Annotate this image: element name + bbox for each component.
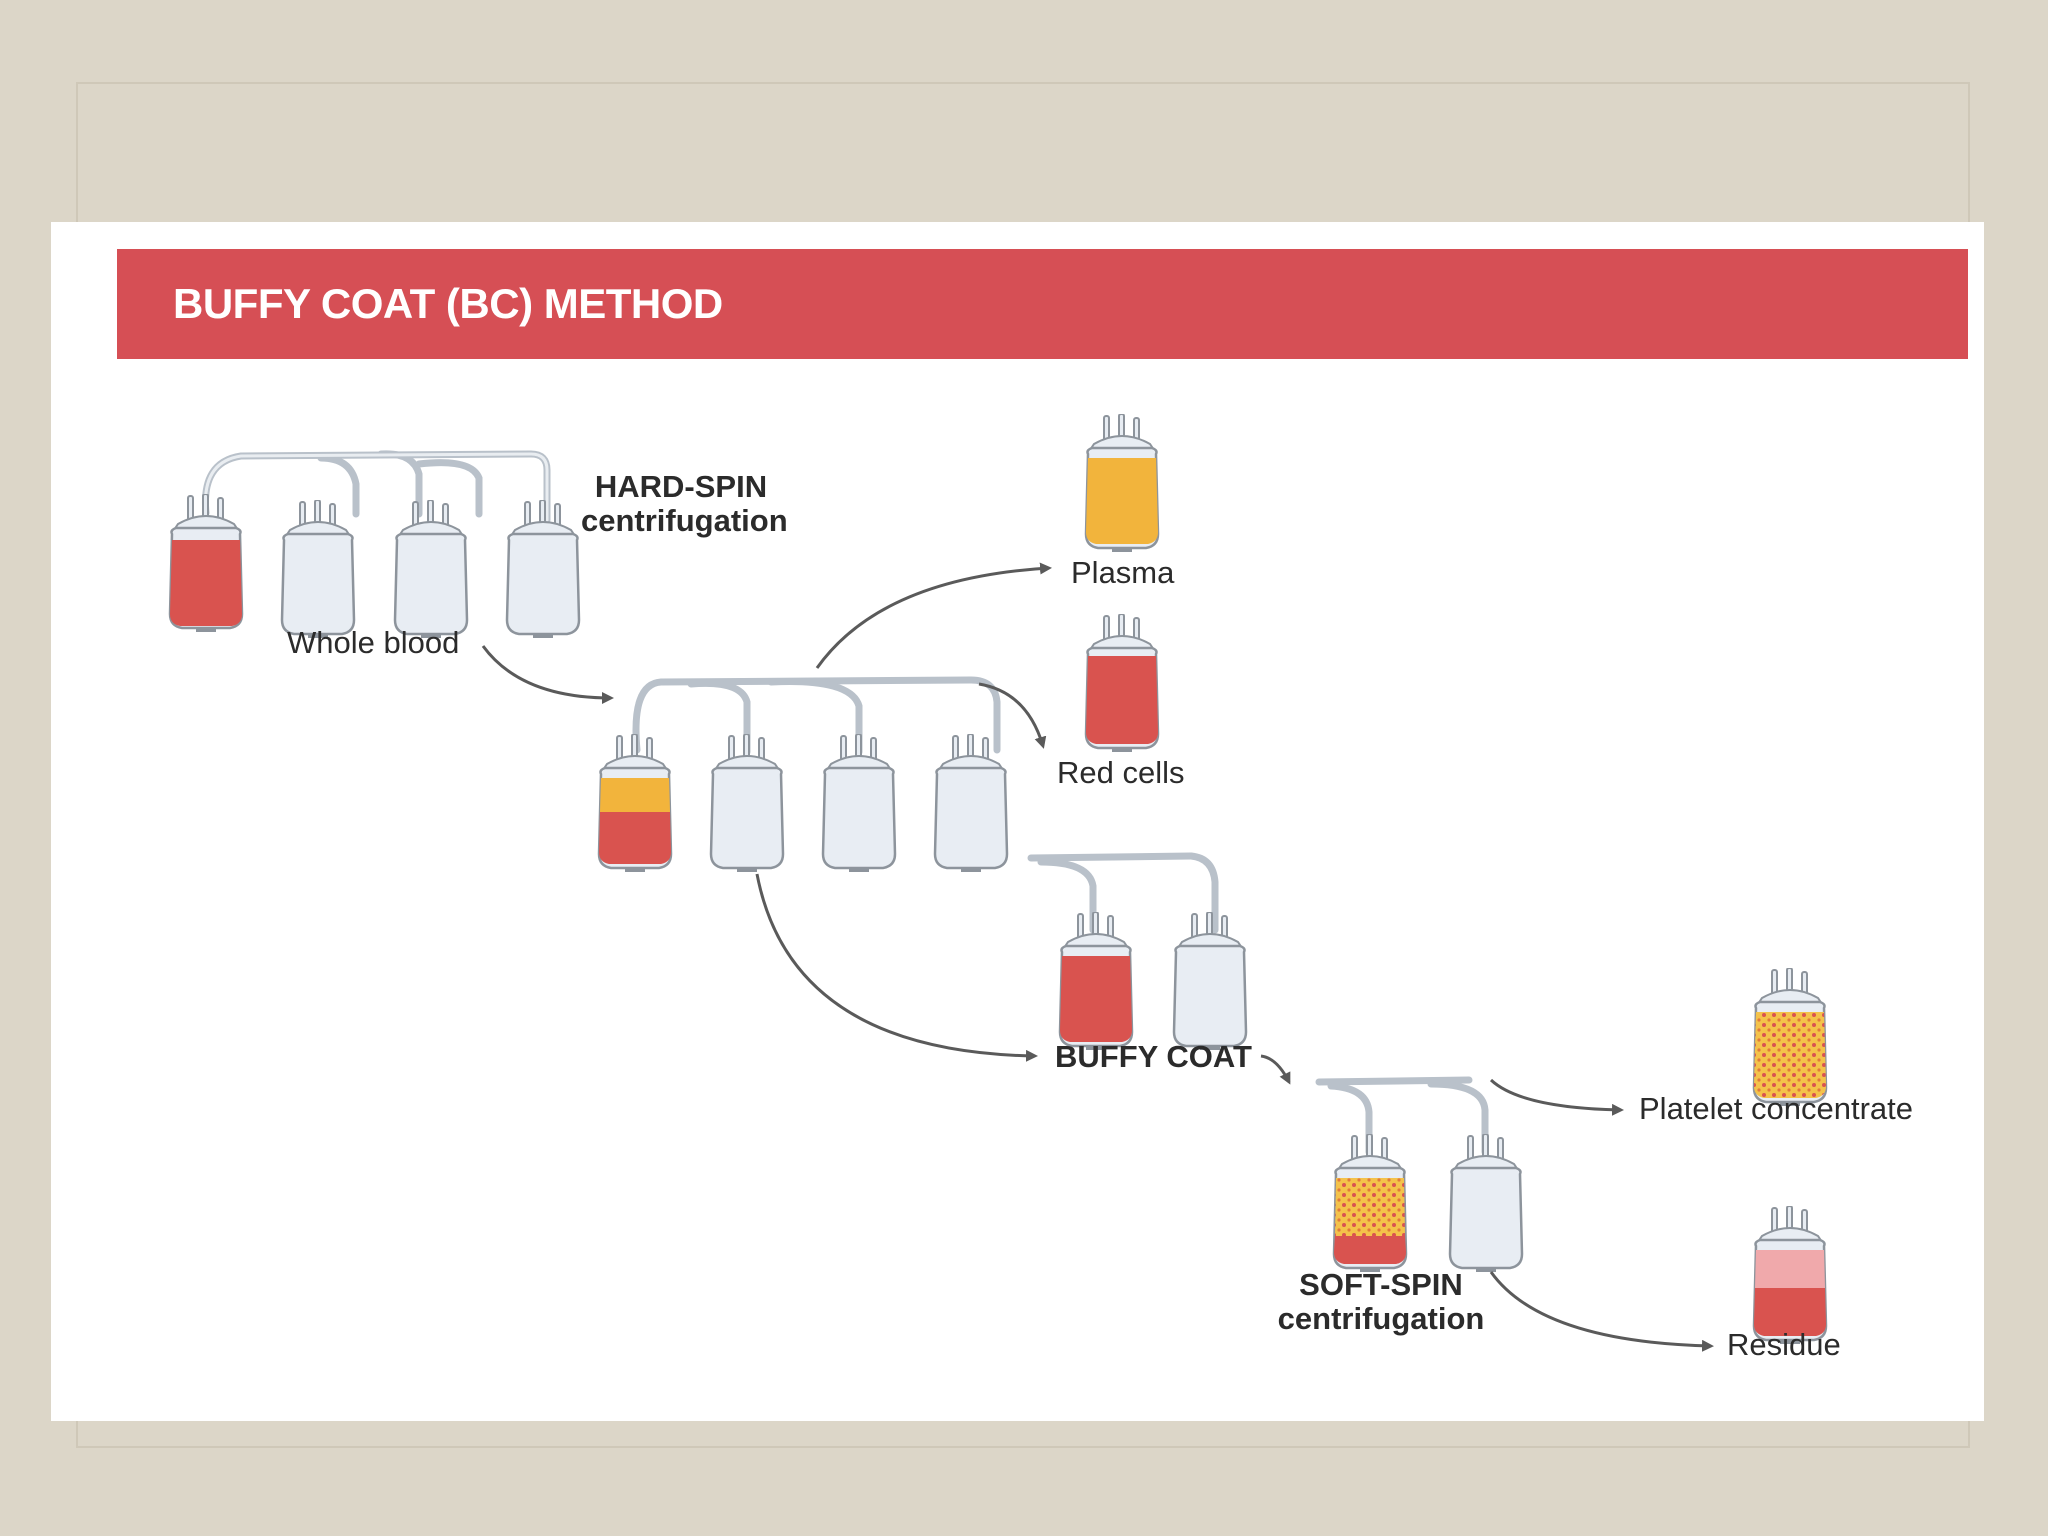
- tubing-group-3: [1027, 852, 1219, 934]
- red-cells-label: Red cells: [1057, 755, 1185, 790]
- platelet-concentrate-label: Platelet concentrate: [1639, 1091, 1914, 1126]
- arrow-to-residue: [1489, 1271, 1714, 1352]
- empty-bag-1c: [505, 500, 581, 640]
- buffy-coat-label: BUFFY COAT: [1055, 1039, 1252, 1074]
- residue-bag: [1752, 1206, 1828, 1346]
- soft-spin-label: SOFT-SPIN: [1299, 1267, 1463, 1302]
- platelet-concentrate-bag: [1752, 968, 1828, 1108]
- diagram-title: BUFFY COAT (BC) METHOD: [173, 280, 723, 327]
- arrow-to-platelet-concentrate: [1489, 1078, 1624, 1116]
- title-banner: BUFFY COAT (BC) METHOD: [117, 249, 1968, 359]
- arrow-to-plasma: [815, 562, 1052, 669]
- arrow-whole-blood-to-separation: [481, 645, 614, 704]
- empty-bag-1b: [393, 500, 469, 640]
- plasma-label: Plasma: [1071, 555, 1175, 590]
- tubing-group-1: [201, 450, 551, 524]
- tubing-group-4: [1315, 1076, 1489, 1156]
- whole-blood-label: Whole blood: [287, 625, 460, 660]
- whole-blood-bag: [168, 494, 244, 634]
- residue-label: Residue: [1727, 1327, 1841, 1362]
- empty-bag-2c: [933, 734, 1009, 874]
- tubing-group-1-highlight: [203, 452, 549, 522]
- tubing-group-2: [632, 676, 1001, 756]
- hard-spin-label: HARD-SPIN: [594, 469, 768, 504]
- empty-bag-2b: [821, 734, 897, 874]
- arrow-to-red-cells: [978, 682, 1047, 749]
- diagram-card: BUFFY COAT (BC) METHOD: [51, 222, 1984, 1421]
- buffy-coat-bag: [1058, 912, 1134, 1052]
- soft-spin-sublabel: centrifugation: [1277, 1301, 1485, 1336]
- arrow-to-buffy-coat: [755, 873, 1038, 1062]
- empty-bag-4: [1448, 1134, 1524, 1274]
- red-cells-bag: [1084, 614, 1160, 754]
- soft-spin-bag: [1332, 1134, 1408, 1274]
- arrow-buffy-coat-to-soft-spin: [1260, 1054, 1291, 1085]
- separated-bag: [597, 734, 673, 874]
- hard-spin-sublabel: centrifugation: [581, 503, 788, 538]
- empty-bag-2a: [709, 734, 785, 874]
- empty-bag-1a: [280, 500, 356, 640]
- empty-bag-3: [1172, 912, 1248, 1052]
- plasma-bag: [1084, 414, 1160, 554]
- process-diagram: [168, 414, 1828, 1352]
